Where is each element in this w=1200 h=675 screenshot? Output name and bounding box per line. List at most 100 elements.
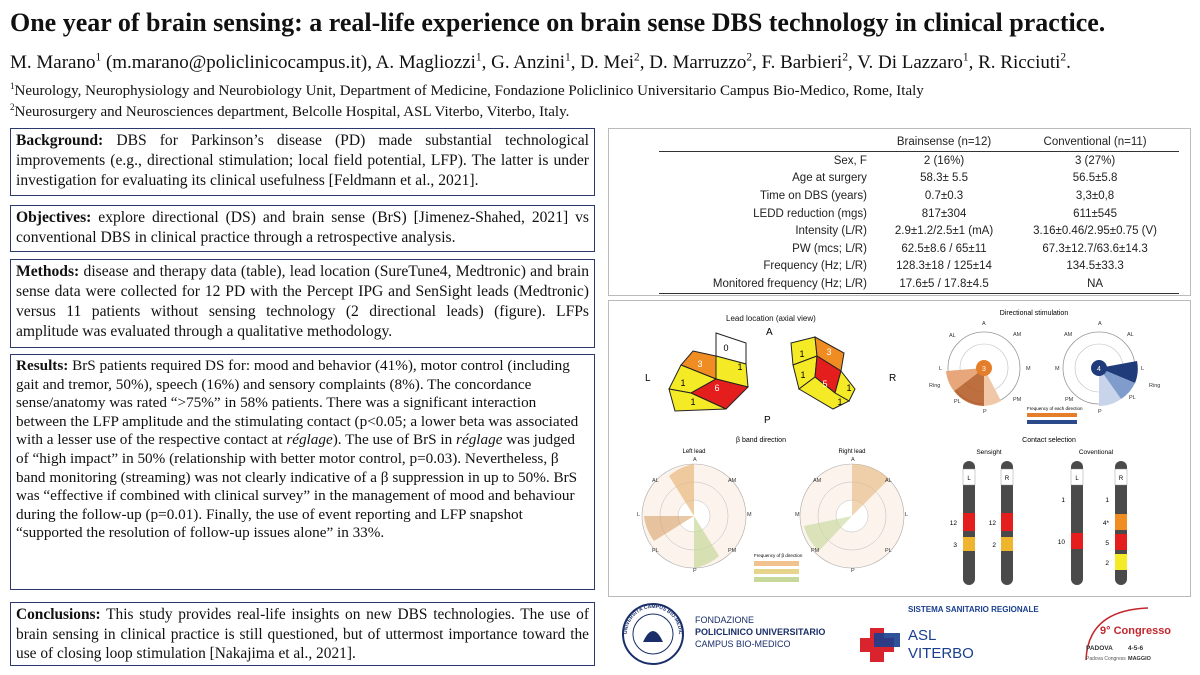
beta-legend-bar-1 bbox=[754, 561, 799, 566]
congress-venue: Padova Congress bbox=[1086, 656, 1126, 662]
cs-conv-left-lead bbox=[1070, 461, 1084, 585]
beta-left-wedge-pl bbox=[644, 516, 694, 541]
lead-tip-label bbox=[962, 468, 976, 486]
cs-sens-right-12: 12 bbox=[989, 520, 997, 527]
results-italic-1: réglage bbox=[286, 431, 333, 449]
logos-strip: UNIVERSITÀ CAMPUS BIO-MEDICO DI ROMA FON… bbox=[606, 596, 1191, 670]
author-name: M. Marano bbox=[10, 52, 96, 73]
affiliation-2: 2Neurosurgery and Neurosciences departme… bbox=[10, 103, 569, 121]
lead-contact-2 bbox=[1001, 537, 1013, 551]
ds-label-l-left: L bbox=[939, 366, 942, 372]
ds-title: Directional stimulation bbox=[1000, 310, 1069, 317]
cs-sensight-right-lead bbox=[1000, 461, 1014, 585]
lead-contact-10 bbox=[1071, 533, 1083, 549]
background-text: DBS for Parkinson’s disease (PD) made su… bbox=[16, 132, 589, 189]
author-name: V. Di Lazzaro bbox=[857, 52, 963, 73]
methods-section: Methods: disease and therapy data (table… bbox=[10, 259, 595, 348]
ds-left-rose: 3 bbox=[946, 331, 1021, 406]
logos-canvas: UNIVERSITÀ CAMPUS BIO-MEDICO DI ROMA FON… bbox=[606, 596, 1171, 665]
left-lead-value-1: 3 bbox=[697, 359, 702, 369]
table-cell: 2.9±1.2/2.5±1 (mA) bbox=[894, 225, 994, 238]
cs-conv-label: Coventional bbox=[1079, 449, 1114, 456]
beta-r-a: A bbox=[851, 457, 855, 463]
author-affiliation-number: 2 bbox=[842, 51, 849, 64]
beta-r-pl: PL bbox=[885, 548, 892, 554]
table-cell: 3,3±0,8 bbox=[1075, 189, 1115, 202]
author-separator: , bbox=[752, 52, 762, 73]
ds-label-am-left: AM bbox=[1013, 332, 1022, 338]
cs-conv-right-4: 4* bbox=[1103, 520, 1110, 527]
congress-logo: 9° Congresso PADOVA 4-5-6 Padova Congres… bbox=[1085, 607, 1171, 662]
author-separator: , bbox=[848, 52, 858, 73]
lead-contact-3 bbox=[963, 537, 975, 551]
beta-legend-bar-2 bbox=[754, 569, 799, 574]
table-row: Intensity (L/R)2.9±1.2/2.5±1 (mA)3.16±0.… bbox=[659, 222, 1179, 240]
ds-left-wedge-pl bbox=[954, 368, 984, 406]
beta-l-m: M bbox=[747, 512, 752, 518]
conclusions-text: This study provides real-life insights o… bbox=[16, 606, 589, 662]
table-row-label: Time on DBS (years) bbox=[759, 189, 867, 202]
author-name: A. Magliozzi bbox=[375, 52, 476, 73]
author-affiliation-number: 1 bbox=[475, 51, 482, 64]
table-header-row: Brainsense (n=12)Conventional (n=11) bbox=[659, 133, 1179, 152]
affiliation-1-number: 1 bbox=[10, 81, 15, 91]
author-name: D. Marruzzo bbox=[649, 52, 747, 73]
right-lead-value-3: 5 bbox=[822, 379, 827, 389]
left-lead-value-2: 1 bbox=[737, 362, 742, 372]
fondazione-line-1: FONDAZIONE bbox=[695, 615, 754, 625]
lead-tip-label bbox=[1114, 468, 1128, 486]
table-row-label: Frequency (Hz; L/R) bbox=[763, 260, 867, 273]
cs-conv-right-5: 5 bbox=[1105, 540, 1109, 547]
beta-l-pl: PL bbox=[652, 548, 659, 554]
asl-viterbo-label: VITERBO bbox=[908, 645, 974, 662]
ds-left-center-value: 3 bbox=[982, 366, 986, 373]
ds-right-wedge-pl bbox=[1099, 368, 1135, 399]
author-separator: . bbox=[1066, 52, 1071, 73]
table-cell: 58.3± 5.5 bbox=[920, 172, 968, 185]
lead-contact-2 bbox=[1115, 554, 1127, 570]
objectives-heading: Objectives: bbox=[16, 209, 92, 226]
table-cell: 56.5±5.8 bbox=[1072, 172, 1118, 185]
table-header-cell bbox=[659, 133, 877, 152]
cs-sens-right-2: 2 bbox=[992, 542, 996, 549]
figure-canvas: Lead location (axial view) A P L R 0 3 1… bbox=[637, 310, 1160, 585]
cs-conv-right-1: 1 bbox=[1105, 497, 1109, 504]
ds-right-center bbox=[1091, 360, 1107, 376]
right-lead-value-2: 1 bbox=[800, 370, 805, 380]
table-cell: 3.16±0.46/2.95±0.75 (V) bbox=[1033, 225, 1158, 238]
left-lead-value-3: 1 bbox=[680, 378, 685, 388]
author-affiliation-number: 1 bbox=[962, 51, 969, 64]
author-name: G. Anzini bbox=[491, 52, 566, 73]
beta-r-l: L bbox=[905, 512, 908, 518]
background-section: Background: DBS for Parkinson’s disease … bbox=[10, 128, 595, 196]
cs-conv-r: R bbox=[1119, 476, 1124, 482]
campus-seal-emblem bbox=[643, 631, 663, 642]
beta-legend: Frequency of β direction bbox=[754, 553, 803, 582]
table-cell: 3 (27%) bbox=[1074, 154, 1116, 167]
ds-legend: Frequency of each direction bbox=[1027, 406, 1083, 424]
ds-label-l-right: L bbox=[1141, 366, 1144, 372]
results-text-3: was judged of “high impact” in 50% (rela… bbox=[16, 431, 578, 542]
methods-text: disease and therapy data (table), lead l… bbox=[16, 263, 589, 340]
objectives-section: Objectives: explore directional (DS) and… bbox=[10, 205, 595, 252]
beta-l-pm: PM bbox=[728, 548, 737, 554]
beta-direction-labels: A AL AM L M PL P PM A AM AL M L PM P PL bbox=[637, 457, 908, 574]
left-lead-cell-1c bbox=[668, 388, 727, 412]
beta-r-al: AL bbox=[885, 478, 892, 484]
author-separator: (m.marano@policlinicocampus.it), bbox=[101, 52, 376, 73]
beta-right-wedge-a bbox=[852, 463, 889, 516]
author-affiliation-number: 2 bbox=[634, 51, 640, 64]
table-header-cell: Conventional (n=11) bbox=[1011, 133, 1179, 152]
fondazione-line-2: POLICLINICO UNIVERSITARIO bbox=[695, 627, 825, 637]
beta-left-wedge-p bbox=[694, 516, 719, 568]
table-cell: 0.7±0.3 bbox=[924, 189, 964, 202]
author-list: M. Marano 1 (m.marano@policlinicocampus.i… bbox=[10, 52, 1195, 74]
cs-sens-left-3: 3 bbox=[953, 542, 957, 549]
left-lead-value-4: 6 bbox=[714, 383, 719, 393]
figure-panel: Lead location (axial view) A P L R 0 3 1… bbox=[608, 300, 1191, 597]
ds-left-wedge-ring bbox=[946, 368, 984, 391]
cs-conv-right-lead bbox=[1114, 461, 1128, 585]
asl-cross-logo bbox=[860, 628, 900, 662]
